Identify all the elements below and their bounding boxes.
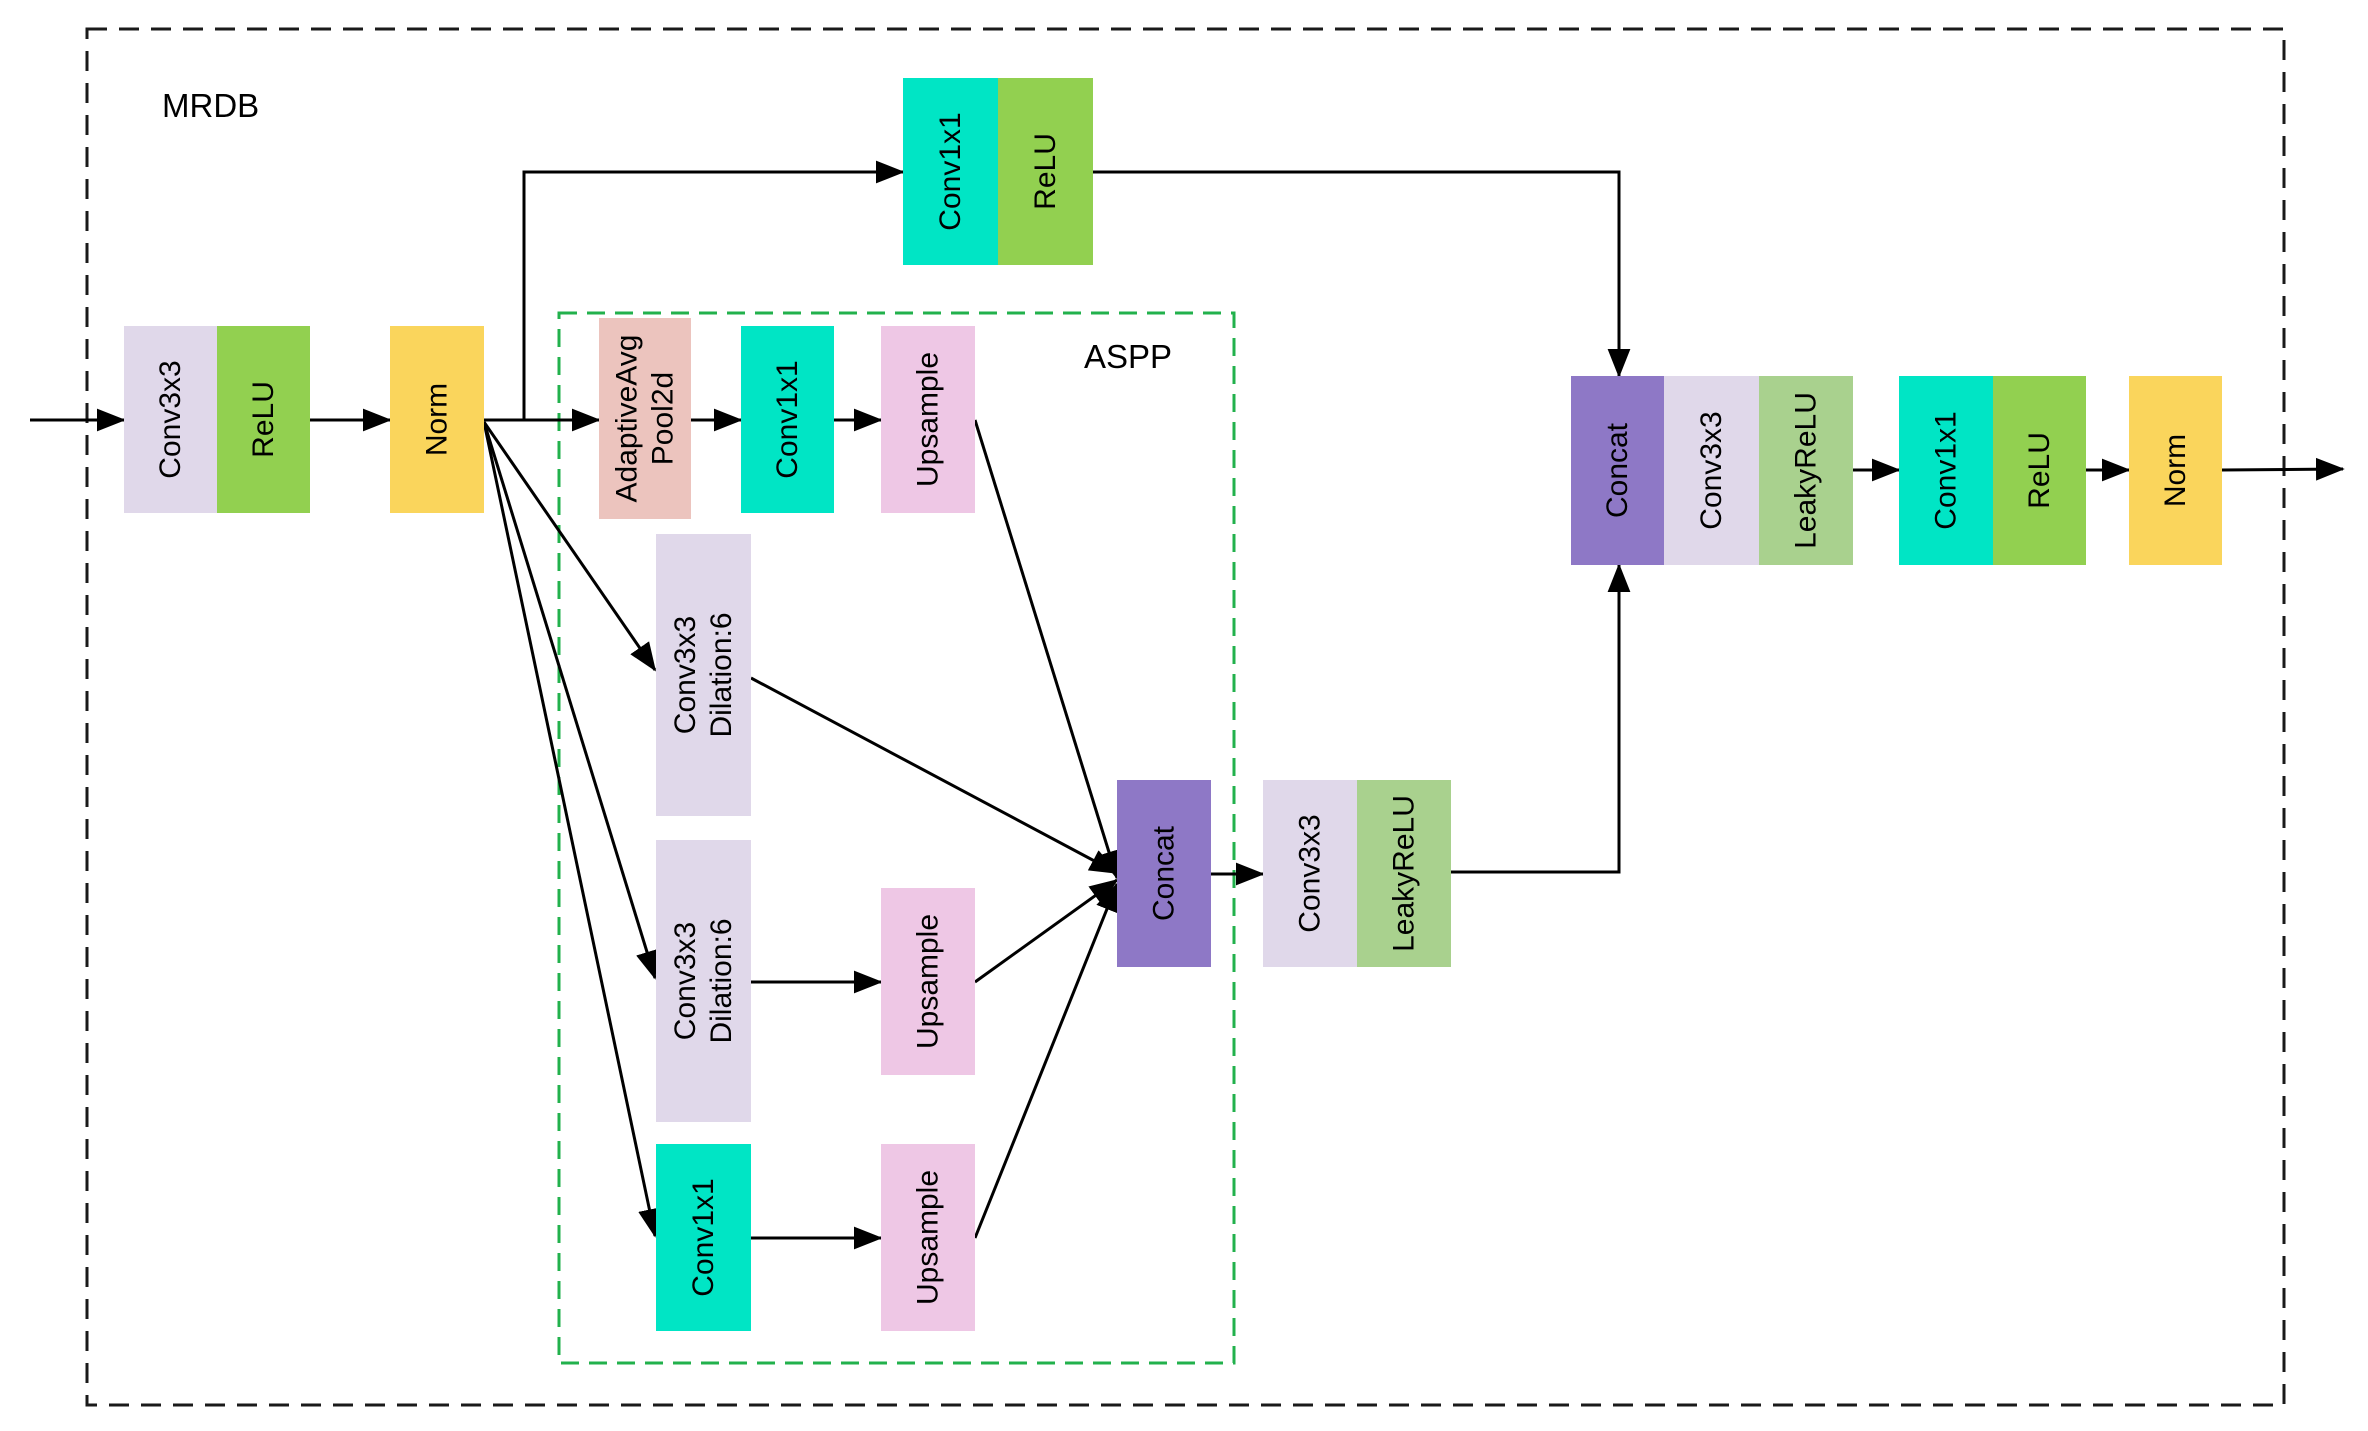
block-fill xyxy=(998,78,1093,265)
block-out-norm: Norm xyxy=(2129,376,2222,565)
block-label: LeakyReLU xyxy=(1388,795,1421,952)
block-merge-concat: Concat xyxy=(1571,376,1664,565)
block-label: Upsample xyxy=(912,1170,945,1305)
block-merge-conv3x3: Conv3x3 xyxy=(1664,376,1759,565)
block-label: Conv1x1 xyxy=(934,112,967,230)
block-fill xyxy=(1899,376,1993,565)
block-label: Conv3x3 xyxy=(1695,411,1728,529)
block-label: Upsample xyxy=(912,914,945,1049)
block-aspp-out-conv3x3: Conv3x3 xyxy=(1263,780,1357,967)
dil-a-to-concat-arrow xyxy=(750,676,1119,875)
block-aspp-upsample3: Upsample xyxy=(881,1144,975,1331)
block-fill xyxy=(1759,376,1853,565)
block-fill xyxy=(881,326,975,513)
block-aspp-conv1x1-b: Conv1x1 xyxy=(656,1144,751,1331)
connectors xyxy=(30,160,2345,1250)
block-label: Upsample xyxy=(912,352,945,487)
block-fill xyxy=(1263,780,1357,967)
block-fill xyxy=(390,326,484,513)
block-fill xyxy=(599,318,691,519)
block-fill xyxy=(881,1144,975,1331)
block-aspp-upsample1: Upsample xyxy=(881,326,975,513)
block-fill xyxy=(881,888,975,1075)
block-in-conv3x3: Conv3x3 xyxy=(124,326,217,513)
block-label: Conv1x1 xyxy=(771,360,804,478)
mrdb-container xyxy=(85,27,2286,1407)
block-fill xyxy=(1664,376,1759,565)
aspp-out-to-merge-arrow xyxy=(1451,563,1631,874)
block-label: Concat xyxy=(1601,422,1634,518)
block-label: Norm xyxy=(2159,434,2192,507)
block-top-conv1x1: Conv1x1 xyxy=(903,78,998,265)
block-fill xyxy=(2129,376,2222,565)
block-fill xyxy=(656,1144,751,1331)
block-label: Dilation:6 xyxy=(705,918,738,1043)
block-aspp-out-leakyrelu: LeakyReLU xyxy=(1357,780,1451,967)
block-fill xyxy=(903,78,998,265)
block-fill xyxy=(656,534,751,816)
block-top-relu: ReLU xyxy=(998,78,1093,265)
block-fill xyxy=(1117,780,1211,967)
block-label: ReLU xyxy=(1029,133,1062,210)
block-label: ReLU xyxy=(247,381,280,458)
block-fill xyxy=(741,326,834,513)
block-aspp-concat: Concat xyxy=(1117,780,1211,967)
block-label: Conv3x3 xyxy=(154,360,187,478)
block-in-relu: ReLU xyxy=(217,326,310,513)
block-label: Norm xyxy=(421,383,454,456)
upsample1-to-concat-arrow xyxy=(973,419,1120,880)
block-label: Dilation:6 xyxy=(705,612,738,737)
mrdb-label: MRDB xyxy=(162,87,259,124)
norm-to-conv1x1-b-arrow xyxy=(482,421,661,1238)
block-label: Conv3x3 xyxy=(1294,814,1327,932)
block-fill xyxy=(1357,780,1451,967)
block-fill xyxy=(124,326,217,513)
block-fill xyxy=(656,840,751,1122)
aspp-label: ASPP xyxy=(1084,338,1172,375)
upsample2-to-concat-arrow xyxy=(974,878,1119,984)
block-merge-leakyrelu: LeakyReLU xyxy=(1759,376,1853,565)
block-label: ReLU xyxy=(2023,432,2056,509)
block-label: Conv3x3 xyxy=(669,922,702,1040)
block-norm1: Norm xyxy=(390,326,484,513)
block-label: AdaptiveAvg xyxy=(611,335,644,503)
block-fill xyxy=(1993,376,2086,565)
block-fill xyxy=(217,326,310,513)
block-out-relu: ReLU xyxy=(1993,376,2086,565)
block-aspp-pool-conv1x1: Conv1x1 xyxy=(741,326,834,513)
block-label: Concat xyxy=(1148,825,1181,921)
block-label: Conv3x3 xyxy=(669,616,702,734)
output-arrow xyxy=(2221,457,2345,481)
upsample3-to-concat-arrow xyxy=(973,882,1119,1239)
block-out-conv1x1: Conv1x1 xyxy=(1899,376,1993,565)
block-label: LeakyReLU xyxy=(1790,392,1823,549)
block-label: Conv1x1 xyxy=(687,1178,720,1296)
block-label: Conv1x1 xyxy=(1930,411,1963,529)
norm-to-dil-a-arrow xyxy=(482,421,657,672)
block-label: Pool2d xyxy=(647,372,680,465)
top-branch-to-merge-arrow xyxy=(1093,170,1631,378)
block-aspp-upsample2: Upsample xyxy=(881,888,975,1075)
aspp-container xyxy=(557,311,1236,1365)
norm-to-top-branch-arrow xyxy=(522,160,905,420)
norm-to-dil-b-arrow xyxy=(482,421,658,980)
block-fill xyxy=(1571,376,1664,565)
